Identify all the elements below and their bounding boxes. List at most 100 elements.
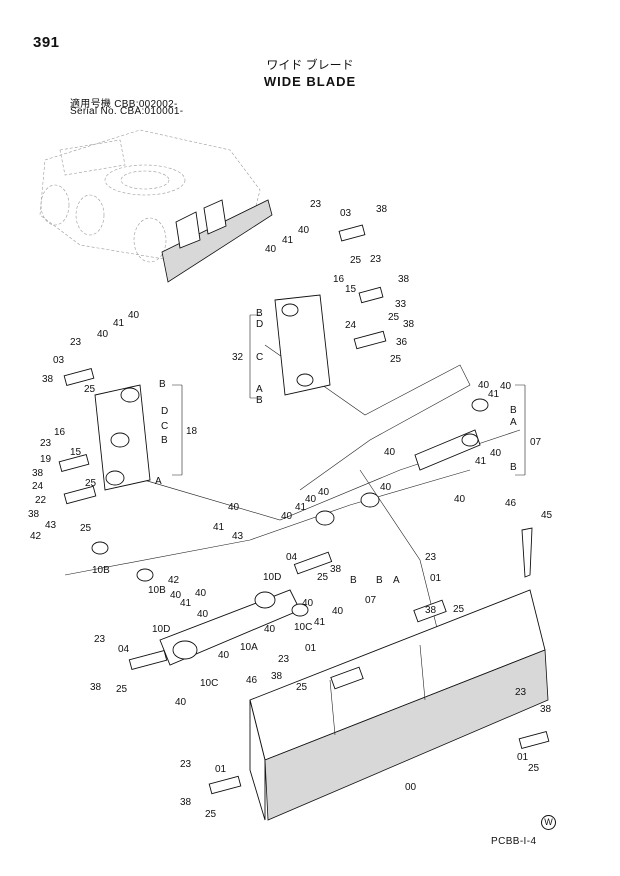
part-label: 04 xyxy=(286,552,298,563)
part-label: 40 xyxy=(281,511,293,522)
part-label: 40 xyxy=(128,310,140,321)
part-label: 38 xyxy=(42,374,54,385)
part-label: 41 xyxy=(282,235,294,246)
part-label: 38 xyxy=(425,605,437,616)
part-label: B xyxy=(256,308,263,319)
part-label: 40 xyxy=(195,588,207,599)
part-number-labels: 23 03 38 40 41 40 16 15 25 23 38 33 24 2… xyxy=(28,199,553,820)
part-label: 01 xyxy=(430,573,442,584)
part-label: B xyxy=(510,462,517,473)
part-label: 04 xyxy=(118,644,130,655)
part-label: 25 xyxy=(205,809,217,820)
part-label: 22 xyxy=(35,495,47,506)
part-label: 10D xyxy=(152,624,170,635)
revision-mark: W xyxy=(541,815,556,830)
part-label: A xyxy=(256,384,263,395)
part-label: 23 xyxy=(370,254,382,265)
part-label: 23 xyxy=(515,687,527,698)
machine-ghost-illustration xyxy=(39,129,261,263)
part-label: 41 xyxy=(475,456,487,467)
part-label: 03 xyxy=(340,208,352,219)
part-label: 25 xyxy=(84,384,96,395)
title-english: WIDE BLADE xyxy=(263,74,357,89)
part-label: B xyxy=(376,575,383,586)
part-label: D xyxy=(256,319,263,330)
group-label: 07 xyxy=(365,595,377,606)
part-label: 01 xyxy=(215,764,227,775)
part-label: 41 xyxy=(180,598,192,609)
part-label: 40 xyxy=(500,381,512,392)
part-label: 38 xyxy=(28,509,40,520)
part-label: 10D xyxy=(263,572,281,583)
part-label: 40 xyxy=(197,609,209,620)
title-japanese: ワイド ブレード xyxy=(266,58,354,72)
part-label: 40 xyxy=(478,380,490,391)
part-label: 40 xyxy=(264,624,276,635)
part-label: 25 xyxy=(528,763,540,774)
part-label: A xyxy=(510,417,517,428)
part-label: 46 xyxy=(505,498,517,509)
machine-blade-thumbnail xyxy=(161,199,273,283)
part-label: 45 xyxy=(541,510,553,521)
upper-bracket-assembly xyxy=(249,224,387,399)
group-label: 18 xyxy=(186,426,198,437)
part-label: 40 xyxy=(332,606,344,617)
part-label: 38 xyxy=(403,319,415,330)
part-label: 38 xyxy=(540,704,552,715)
part-label: 38 xyxy=(330,564,342,575)
part-label: 19 xyxy=(40,454,52,465)
part-label: 40 xyxy=(170,590,182,601)
part-label: 40 xyxy=(175,697,187,708)
part-label: 38 xyxy=(398,274,410,285)
part-label: 41 xyxy=(295,502,307,513)
group-label: 07 xyxy=(530,437,542,448)
part-label: 23 xyxy=(425,552,437,563)
serial-applicable-japanese: 適用号機 CBB:002002- xyxy=(70,99,178,110)
part-label: 38 xyxy=(180,797,192,808)
part-label: 25 xyxy=(317,572,329,583)
part-label: 01 xyxy=(517,752,529,763)
part-label: B xyxy=(159,379,166,390)
part-label: 38 xyxy=(376,204,388,215)
part-label: 33 xyxy=(395,299,407,310)
part-label: 43 xyxy=(45,520,57,531)
part-label: 40 xyxy=(97,329,109,340)
part-label: 42 xyxy=(30,531,42,542)
part-label: 41 xyxy=(213,522,225,533)
part-label: 41 xyxy=(113,318,125,329)
part-label: A xyxy=(155,476,162,487)
part-label: 25 xyxy=(296,682,308,693)
part-label: 40 xyxy=(380,482,392,493)
part-label: 25 xyxy=(116,684,128,695)
part-label: 38 xyxy=(90,682,102,693)
part-label: 24 xyxy=(345,320,357,331)
part-label: 25 xyxy=(80,523,92,534)
part-label: 10B xyxy=(92,565,110,576)
part-label: 25 xyxy=(85,478,97,489)
part-label: 15 xyxy=(70,447,82,458)
part-label: 46 xyxy=(246,675,258,686)
part-label: 23 xyxy=(180,759,192,770)
center-arm-assembly xyxy=(91,492,380,671)
part-label: 23 xyxy=(278,654,290,665)
left-bracket-assembly xyxy=(58,367,183,505)
part-label: 15 xyxy=(345,284,357,295)
part-label: A xyxy=(393,575,400,586)
part-label: B xyxy=(510,405,517,416)
part-label: 40 xyxy=(298,225,310,236)
part-label: 25 xyxy=(453,604,465,615)
part-label: C xyxy=(161,421,168,432)
part-label: 25 xyxy=(390,354,402,365)
part-label: 23 xyxy=(94,634,106,645)
wide-blade xyxy=(208,589,550,821)
part-label: 25 xyxy=(350,255,362,266)
part-label: 40 xyxy=(305,494,317,505)
part-label: 41 xyxy=(488,389,500,400)
reference-code: PCBB-I-4 xyxy=(491,836,537,847)
part-label: D xyxy=(161,406,168,417)
part-label: C xyxy=(256,352,263,363)
group-label: 32 xyxy=(232,352,244,363)
part-label: 40 xyxy=(265,244,277,255)
part-label: 38 xyxy=(271,671,283,682)
